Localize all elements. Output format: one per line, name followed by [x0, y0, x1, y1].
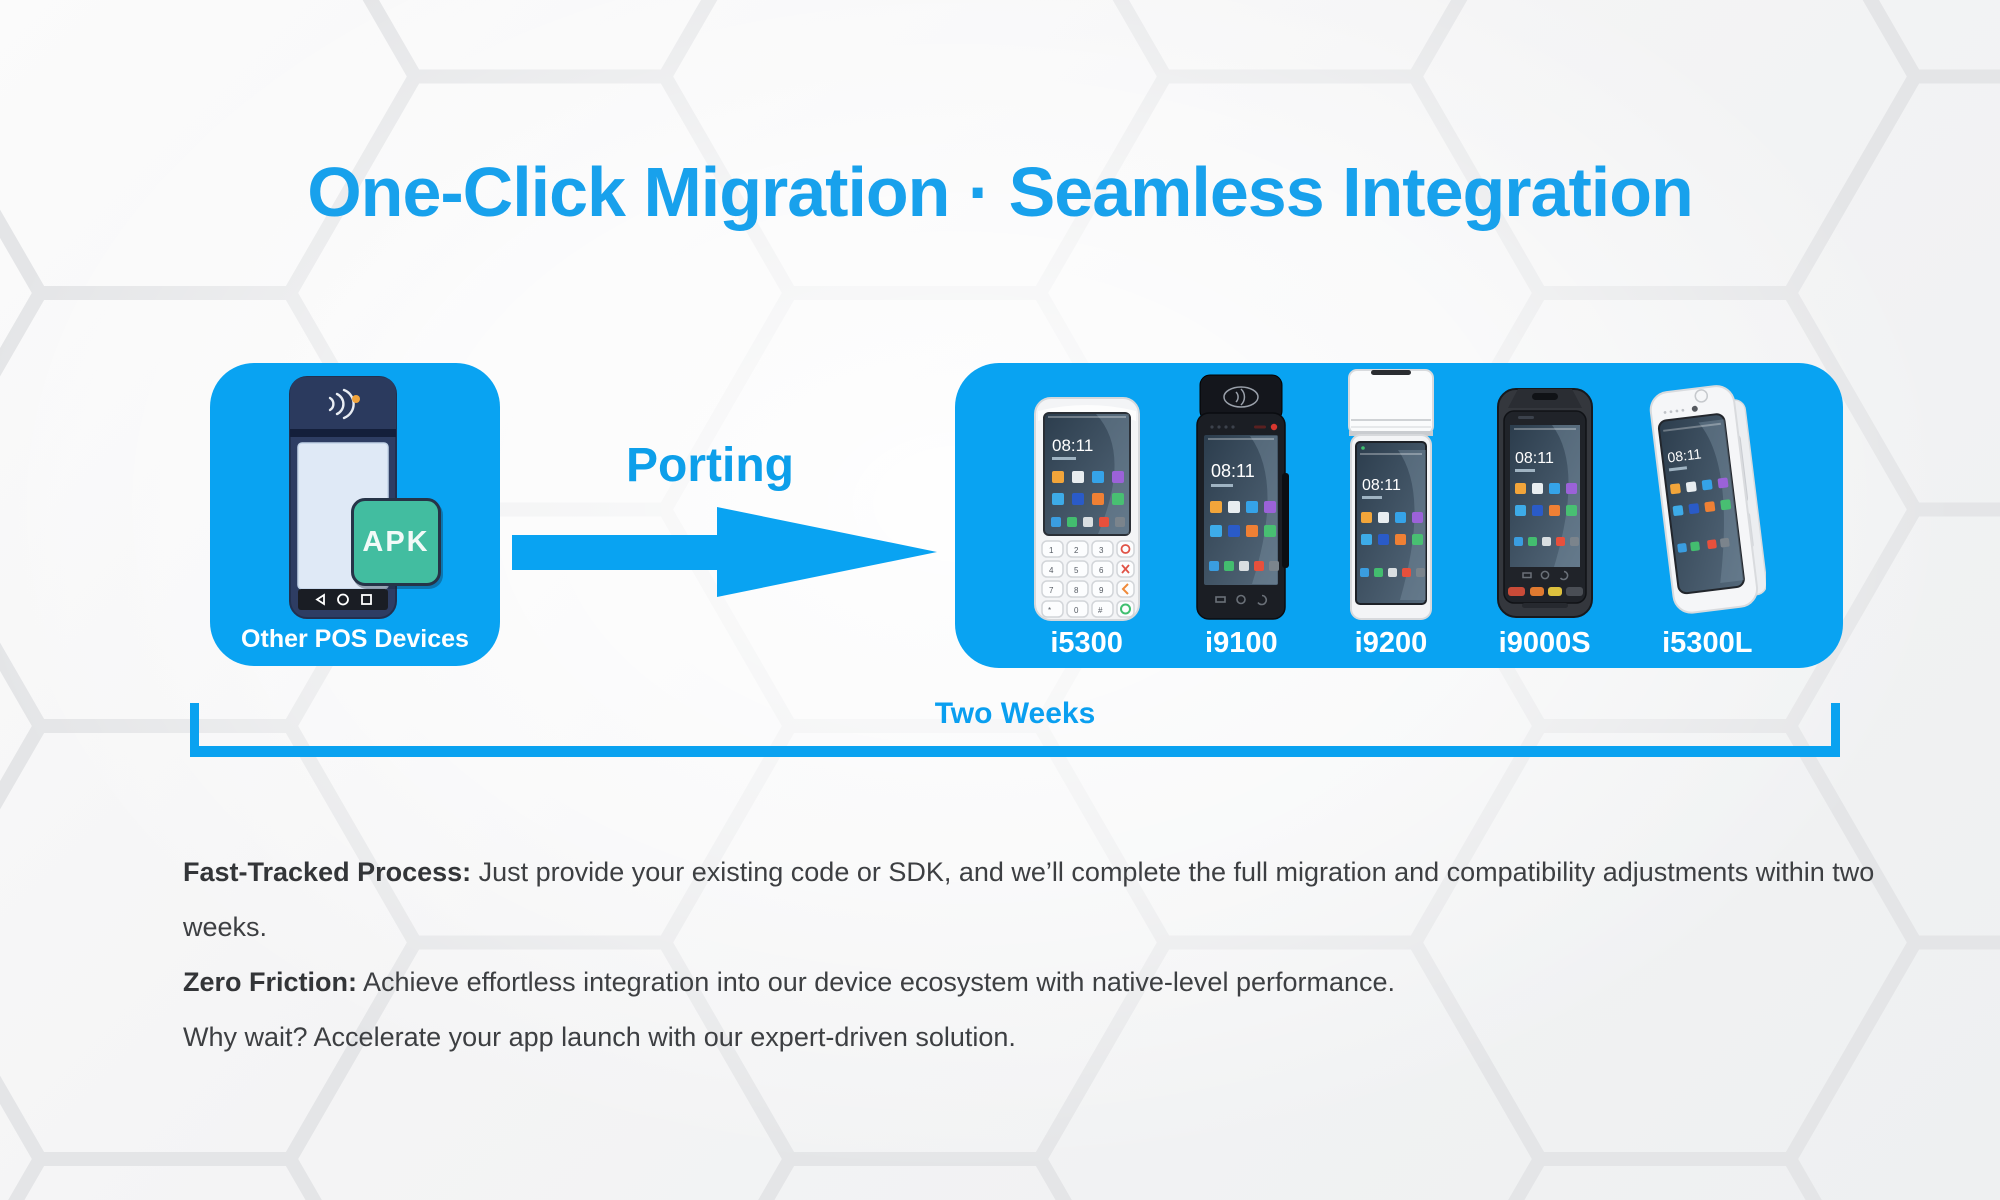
- nfc-zone-icon: [1694, 389, 1709, 403]
- screen-time: 08:11: [1667, 445, 1703, 465]
- paragraph-body: Achieve effortless integration into our …: [357, 967, 1396, 997]
- svg-text:2: 2: [1074, 546, 1079, 555]
- device-i9100-illustration: 08:11: [1196, 374, 1290, 620]
- screen-time: 08:11: [1362, 477, 1401, 494]
- android-nav-icons: [315, 593, 372, 606]
- paragraph-body: Just provide your existing code or SDK, …: [183, 857, 1875, 942]
- porting-label: Porting: [626, 439, 794, 492]
- contactless-icon: [1223, 386, 1260, 408]
- device-label: i5300: [1050, 627, 1123, 659]
- android-nav-icons: [1521, 570, 1568, 581]
- device-label: i9000S: [1498, 627, 1591, 659]
- svg-text:9: 9: [1099, 586, 1104, 595]
- page-title: One-Click Migration · Seamless Integrati…: [307, 153, 1694, 231]
- paragraph-body: Why wait? Accelerate your app launch wit…: [183, 1022, 1016, 1052]
- svg-text:5: 5: [1074, 566, 1079, 575]
- device-i9200: 08:11: [1341, 368, 1441, 668]
- svg-text:1: 1: [1049, 546, 1054, 555]
- source-caption: Other POS Devices: [241, 625, 469, 653]
- device-i9000s-illustration: 08:11: [1496, 388, 1593, 618]
- device-label: i9100: [1205, 627, 1278, 659]
- apk-badge: APK: [351, 498, 441, 586]
- screen-time: 08:11: [1052, 436, 1093, 455]
- android-nav-icons: [1215, 594, 1268, 606]
- device-i5300l-illustration: 08:11: [1650, 385, 1767, 614]
- paragraph-why-wait: Why wait? Accelerate your app launch wit…: [183, 1010, 1888, 1065]
- nfc-waves-icon: [328, 388, 355, 420]
- svg-text:*: *: [1048, 606, 1051, 615]
- timeline-label: Two Weeks: [934, 697, 1096, 730]
- device-i9000s: 08:11: [1492, 381, 1598, 668]
- timeline-bracket: Two Weeks: [190, 697, 1840, 757]
- svg-text:#: #: [1098, 606, 1103, 615]
- device-label: i9200: [1354, 627, 1428, 659]
- screen-time: 08:11: [1211, 461, 1255, 481]
- paragraph-zero-friction: Zero Friction: Achieve effortless integr…: [183, 955, 1888, 1010]
- svg-text:7: 7: [1049, 586, 1054, 595]
- device-i5300-illustration: 08:11: [1033, 397, 1140, 621]
- paragraph-fast-tracked: Fast-Tracked Process: Just provide your …: [183, 845, 1888, 955]
- svg-text:6: 6: [1099, 566, 1104, 575]
- svg-text:4: 4: [1049, 566, 1054, 575]
- source-device-panel: APK Other POS Devices: [210, 363, 500, 666]
- svg-text:3: 3: [1099, 546, 1104, 555]
- device-label: i5300L: [1662, 627, 1753, 659]
- function-keys: [1507, 587, 1583, 596]
- porting-arrow-icon: [512, 507, 937, 597]
- apk-label: APK: [362, 525, 430, 558]
- target-devices-panel: 08:11: [955, 363, 1843, 668]
- device-i9200-illustration: 08:11: [1347, 369, 1434, 620]
- paragraph-lead: Fast-Tracked Process:: [183, 857, 472, 887]
- svg-text:8: 8: [1074, 586, 1079, 595]
- indicator-dot: [352, 395, 360, 403]
- svg-text:0: 0: [1074, 606, 1079, 615]
- screen-time: 08:11: [1515, 450, 1554, 467]
- other-pos-device-illustration: [289, 376, 397, 619]
- paragraph-lead: Zero Friction:: [183, 967, 357, 997]
- device-i9100: 08:11: [1192, 373, 1290, 668]
- keypad: 1 2 3 4 5 6 7 8 9 * 0 #: [1040, 540, 1135, 618]
- device-i5300l: 08:11: [1648, 378, 1767, 668]
- description-text: Fast-Tracked Process: Just provide your …: [183, 845, 1888, 1065]
- device-i5300: 08:11: [1032, 395, 1142, 668]
